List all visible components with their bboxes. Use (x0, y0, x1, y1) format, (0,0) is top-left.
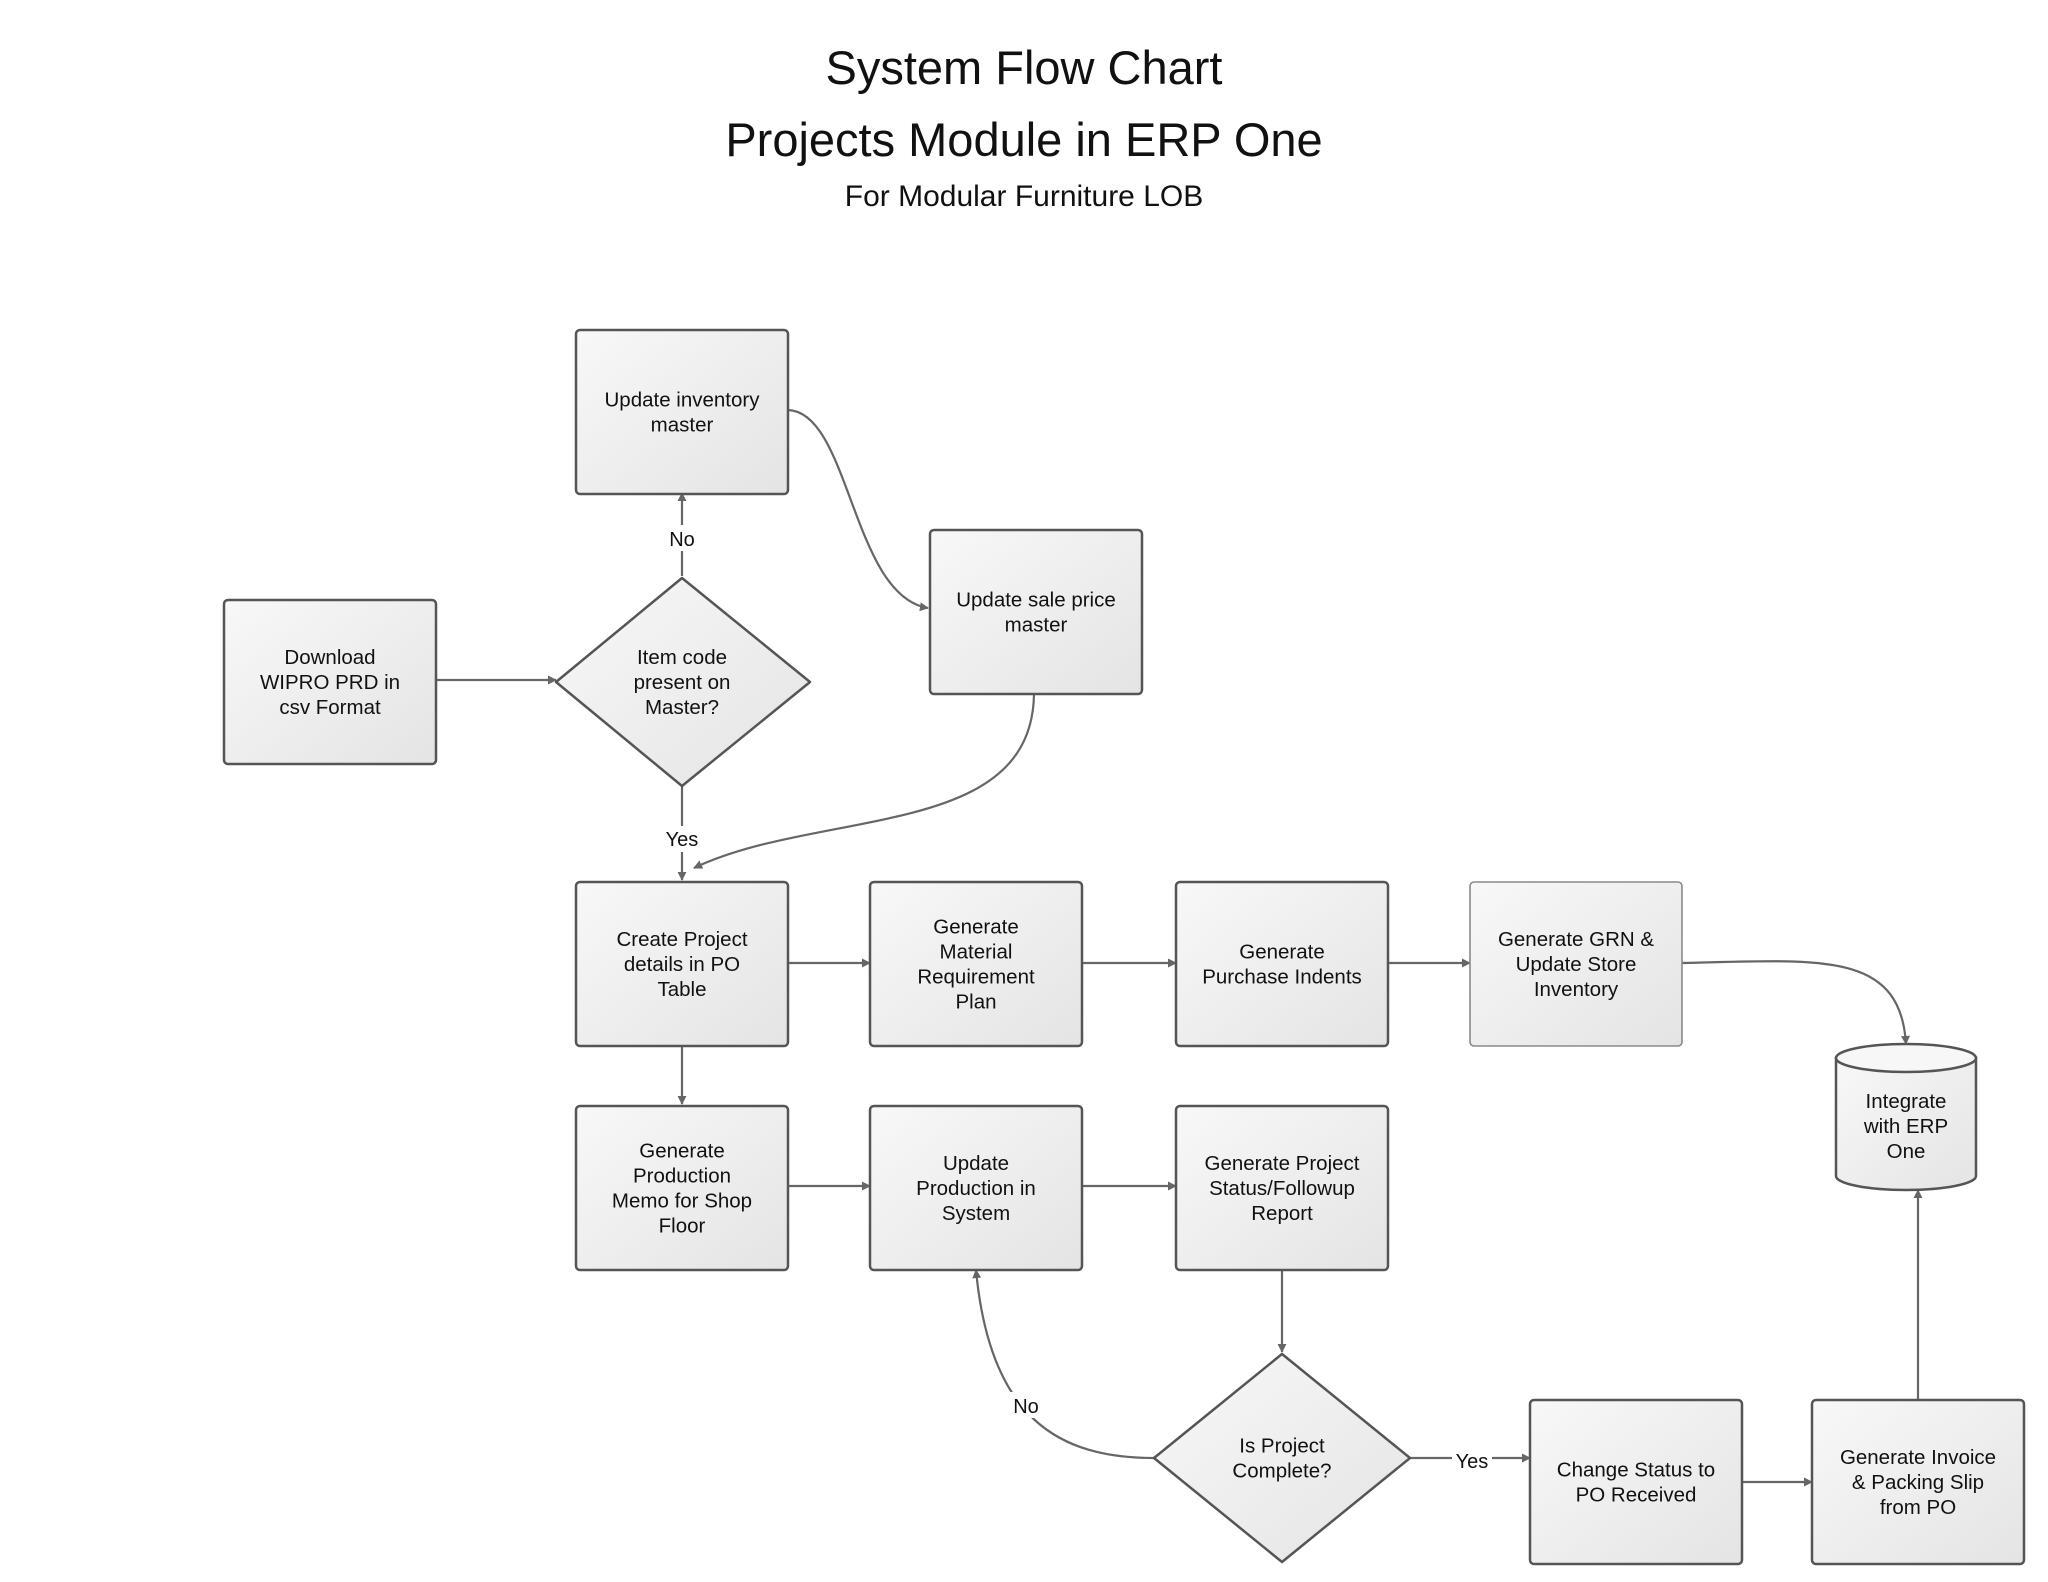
edge-label-item-no: No (666, 525, 698, 551)
chart-caption: For Modular Furniture LOB (844, 180, 1204, 213)
chart-title: System Flow Chart (825, 41, 1223, 94)
label-line: Production in (916, 1177, 1036, 1200)
label-line: One (1887, 1140, 1926, 1163)
label-line: WIPRO PRD in (260, 671, 400, 694)
label-line: Table (657, 978, 706, 1001)
label-line: Update inventory (605, 389, 761, 412)
edge-label-complete-no-text: No (1013, 1396, 1039, 1418)
edge-label-item-yes-text: Yes (666, 829, 699, 851)
label-line: Material (940, 941, 1013, 964)
label-line: Item code (637, 646, 727, 669)
label-line: Report (1251, 1202, 1313, 1225)
connector-inventory-to-sale-price (787, 408, 929, 612)
label-line: Update Store (1516, 953, 1637, 976)
label-line: Floor (659, 1215, 706, 1238)
label-line: Generate (639, 1140, 724, 1163)
connector-sale-price-to-create-project (693, 693, 1036, 869)
label-line: Update sale price (956, 589, 1116, 612)
label-line: System (942, 1202, 1010, 1225)
label-line: master (1005, 614, 1068, 637)
label-line: & Packing Slip (1852, 1471, 1984, 1494)
edge-label-item-no-text: No (669, 529, 695, 551)
label-line: PO Received (1576, 1484, 1697, 1507)
label-line: Generate Invoice (1840, 1446, 1996, 1469)
label-line: from PO (1880, 1496, 1956, 1519)
label-line: Generate Project (1205, 1152, 1360, 1175)
label-line: Integrate (1866, 1090, 1947, 1113)
connector-grn-to-integrate (1681, 960, 1910, 1045)
label-line: Generate GRN & (1498, 928, 1654, 951)
label-line: Memo for Shop (612, 1190, 752, 1213)
label-line: Inventory (1534, 978, 1619, 1001)
label-line: master (651, 414, 714, 437)
label-line: Create Project (616, 928, 747, 951)
label-line: Requirement (917, 966, 1035, 989)
label-line: Purchase Indents (1202, 966, 1362, 989)
label-line: Change Status to (1557, 1459, 1715, 1482)
label-line: with ERP (1863, 1115, 1948, 1138)
edge-label-item-yes: Yes (662, 826, 702, 852)
connector-complete-no-to-update-production (972, 1269, 1155, 1460)
label-line: Master? (645, 696, 719, 719)
label-line: Plan (955, 991, 996, 1014)
label-line: details in PO (624, 953, 740, 976)
edge-label-complete-no: No (1010, 1392, 1042, 1418)
label-line: Generate (933, 916, 1018, 939)
edge-label-complete-yes: Yes (1452, 1448, 1492, 1473)
label-line: Status/Followup (1209, 1177, 1355, 1200)
label-line: Production (633, 1165, 731, 1188)
label-line: Download (284, 646, 375, 669)
label-line: Generate (1239, 941, 1324, 964)
label-line: Complete? (1232, 1460, 1331, 1483)
chart-subtitle: Projects Module in ERP One (725, 113, 1323, 166)
label-line: csv Format (279, 696, 381, 719)
label-line: Is Project (1239, 1435, 1325, 1458)
label-line: present on (634, 671, 731, 694)
edge-label-complete-yes-text: Yes (1456, 1451, 1489, 1473)
label-line: Update (943, 1152, 1009, 1175)
